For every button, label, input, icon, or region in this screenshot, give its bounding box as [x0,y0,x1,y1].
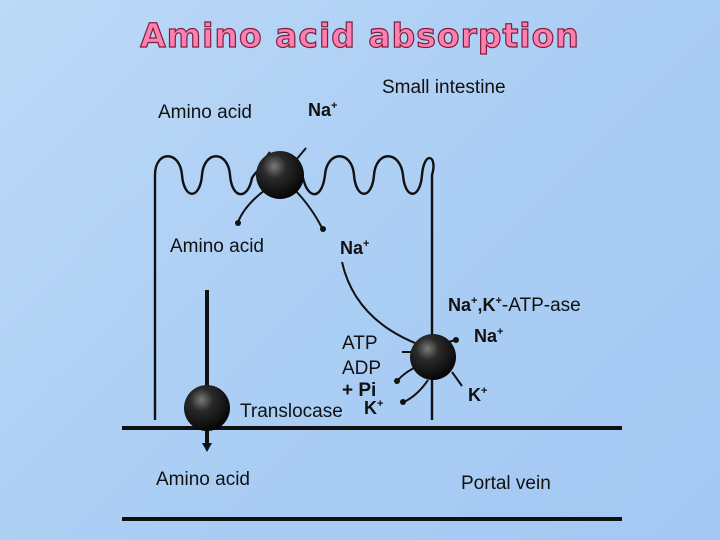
arrowhead-dot [453,337,459,343]
label-pi: + Pi [342,380,377,401]
arrowhead-dot [394,378,400,384]
label-na-lumen-text: Na [308,100,332,120]
label-k-translocase: K+ [364,398,383,419]
label-plus: + [331,100,338,112]
label-k-translocase-text: K [364,398,377,418]
label-plus: + [363,238,370,250]
label-na-cell: Na+ [340,238,369,259]
label-amino-acid-lumen: Amino acid [158,102,252,123]
label-na-lumen: Na+ [308,100,337,121]
label-k-pump: K+ [468,385,487,406]
label-atpase: Na+,K+-ATP-ase [448,295,581,317]
label-amino-acid-blood: Amino acid [156,469,250,490]
arrowhead-dot [320,226,326,232]
villi-membrane [153,155,435,420]
label-amino-acid-cell: Amino acid [170,236,264,257]
arrowhead-dot [235,220,241,226]
label-k-pump-text: K [468,385,481,405]
diagram-title: Amino acid absorption [140,15,580,55]
label-atpase-text: -ATP-ase [501,295,581,316]
arrow-na-to-pump [341,261,421,346]
label-atp: ATP [342,333,378,354]
label-plus: + [377,398,384,410]
arrowhead [202,443,212,452]
label-plus: + [495,295,502,307]
label-small-intestine: Small intestine [382,77,506,98]
label-adp: ADP [342,358,382,379]
sodium-potassium-pump [410,334,456,380]
carrier-stem-right [295,147,307,161]
label-na-pump: Na+ [474,326,503,347]
arrow-k-to-cell [403,379,429,403]
arrow-k-in [451,371,463,387]
label-plus: + [471,295,478,307]
arrow-na-in [294,189,323,229]
label-translocase: Translocase [240,401,343,422]
arrowhead-dot [400,399,406,405]
label-na-k-ions: Na+,K+ [448,295,502,315]
arrow-amino-acid-in [237,189,266,223]
translocase-carrier [184,385,230,431]
label-na-pump-text: Na [474,326,498,346]
label-plus: + [497,326,504,338]
label-portal-vein: Portal vein [461,473,551,494]
label-plus: + [481,385,488,397]
label-na-cell-text: Na [340,238,364,258]
label-k-ion: ,K [477,295,496,315]
label-na-ion: Na [448,295,472,315]
sodium-cotransporter [256,151,304,199]
